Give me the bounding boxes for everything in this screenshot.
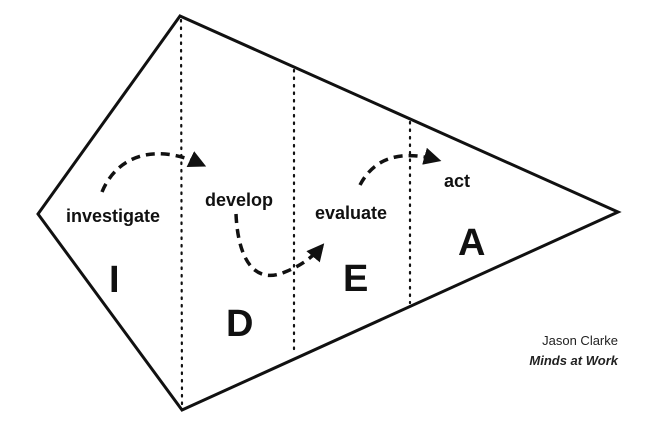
kite-outline: [36, 14, 622, 412]
stage-word-develop: develop: [205, 190, 273, 210]
stage-letter-a: A: [458, 222, 485, 264]
arrow-evaluate-to-act: [358, 147, 442, 186]
arrow-develop-to-evaluate: [234, 213, 325, 278]
stage-word-act: act: [444, 171, 470, 191]
stage-word-evaluate: evaluate: [315, 203, 387, 223]
stage-letter-i: I: [109, 259, 120, 301]
stage-letter-e: E: [343, 258, 368, 300]
divider-1: [179, 18, 184, 408]
stage-word-investigate: investigate: [66, 206, 160, 226]
credit-organization: Minds at Work: [529, 353, 618, 368]
arrow-investigate-to-develop: [100, 151, 207, 193]
credit-author: Jason Clarke: [542, 333, 618, 348]
stage-letter-d: D: [226, 303, 253, 345]
